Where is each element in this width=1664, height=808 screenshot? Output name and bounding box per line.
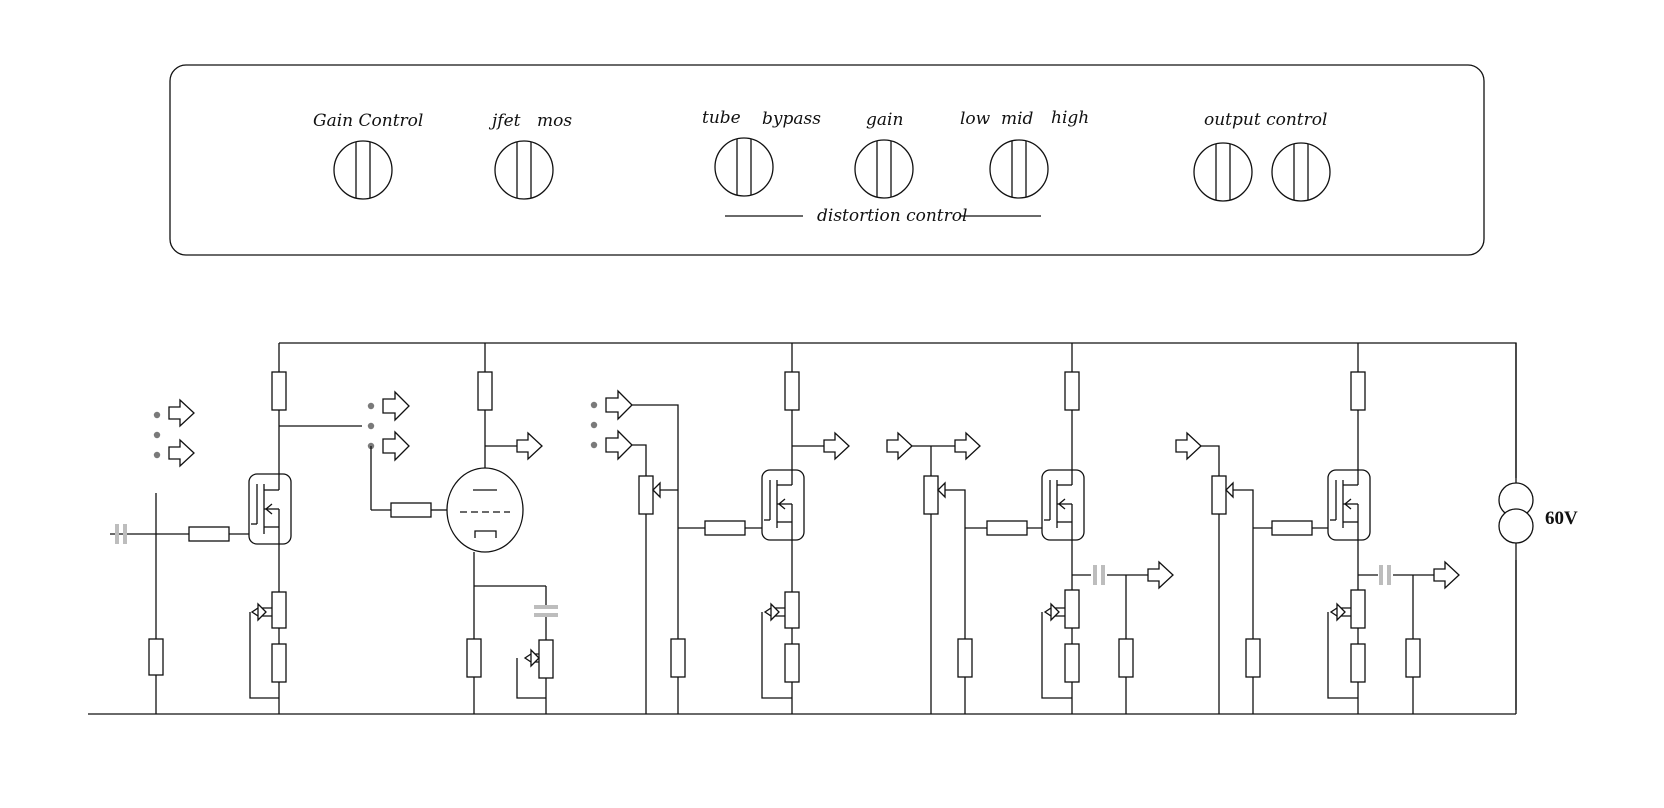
cathode-resistor <box>466 638 482 678</box>
output-control-label: output control <box>1204 110 1327 130</box>
gate-resistor-3 <box>986 520 1028 536</box>
panel-outline <box>169 64 1485 256</box>
mosfet-4 <box>1327 469 1371 541</box>
gain-output-arrow <box>823 431 850 461</box>
drain-resistor-4 <box>1350 371 1366 411</box>
tone-divider-resistor <box>957 638 973 678</box>
front-panel: Gain Control jfet mos tube bypass gain l… <box>169 64 1485 256</box>
source-potentiometer-2 <box>784 591 800 629</box>
gain-label: gain <box>866 110 903 130</box>
cathode-potentiometer <box>538 639 554 679</box>
source-potentiometer-1 <box>271 591 287 629</box>
jfet-label: jfet <box>488 111 521 131</box>
input-resistor <box>148 638 164 676</box>
high-label: high <box>1051 108 1089 128</box>
tone-thru-arrow <box>954 431 981 461</box>
tube-stage <box>367 343 558 714</box>
grid-resistor <box>390 502 432 518</box>
input-stage <box>110 343 362 714</box>
supply-voltage-label: 60V <box>1545 508 1578 529</box>
jfet-mos-selector-knob[interactable] <box>494 140 554 200</box>
drain-resistor-1 <box>271 371 287 411</box>
gain-potentiometer <box>638 475 654 515</box>
mosfet-2 <box>761 469 805 541</box>
output-stage-input-arrow <box>1175 431 1202 461</box>
mosfet-3 <box>1041 469 1085 541</box>
tone-potentiometer <box>923 475 939 515</box>
tone-low-mid-high-knob[interactable] <box>989 139 1049 199</box>
gain-control-label: Gain Control <box>313 111 423 131</box>
drain-resistor-3 <box>1064 371 1080 411</box>
vacuum-tube <box>446 467 524 553</box>
gate-resistor-4 <box>1271 520 1313 536</box>
source-potentiometer-4 <box>1350 589 1366 629</box>
distortion-gain-knob[interactable] <box>854 139 914 199</box>
source-resistor-2 <box>784 643 800 683</box>
gain-stage <box>590 343 850 714</box>
tube-label: tube <box>702 108 741 128</box>
cathode-bypass-capacitor <box>534 605 558 617</box>
output-control-knob-right[interactable] <box>1271 142 1331 202</box>
mos-label: mos <box>537 111 572 131</box>
mid-label: mid <box>1001 109 1034 129</box>
power-supply-symbol <box>1496 343 1536 714</box>
output-arrow-2 <box>1433 560 1460 590</box>
gain-stage-input-switch <box>590 389 633 461</box>
tube-bypass-selector-switch <box>367 390 410 462</box>
output-stage <box>1175 343 1460 714</box>
schematic: 60V <box>88 342 1578 715</box>
source-resistor-3 <box>1064 643 1080 683</box>
source-potentiometer-3 <box>1064 589 1080 629</box>
output-arrow-1 <box>1147 560 1174 590</box>
tone-stage <box>886 343 1174 714</box>
mosfet-1 <box>248 473 292 545</box>
output-load-resistor-2 <box>1405 638 1421 678</box>
output-potentiometer <box>1211 475 1227 515</box>
gate-resistor-2 <box>704 520 746 536</box>
gain-control-knob[interactable] <box>333 140 393 200</box>
output-control-knob-left[interactable] <box>1193 142 1253 202</box>
bypass-label: bypass <box>762 109 821 129</box>
output-capacitor-1 <box>1093 565 1105 585</box>
drain-resistor-2 <box>784 371 800 411</box>
tube-bypass-selector-knob[interactable] <box>714 137 774 197</box>
source-resistor-1 <box>271 643 287 683</box>
input-capacitor <box>115 524 127 544</box>
plate-resistor <box>477 371 493 411</box>
source-resistor-4 <box>1350 643 1366 683</box>
low-label: low <box>960 109 991 129</box>
output-capacitor-2 <box>1379 565 1391 585</box>
tube-output-arrow <box>516 431 543 461</box>
output-load-resistor-1 <box>1118 638 1134 678</box>
output-divider-resistor <box>1245 638 1261 678</box>
tone-input-arrow <box>886 431 913 461</box>
gate-resistor <box>188 526 230 542</box>
gain-divider-resistor <box>670 638 686 678</box>
distortion-control-label: distortion control <box>817 206 967 226</box>
jfet-mos-selector-switch <box>153 398 195 468</box>
